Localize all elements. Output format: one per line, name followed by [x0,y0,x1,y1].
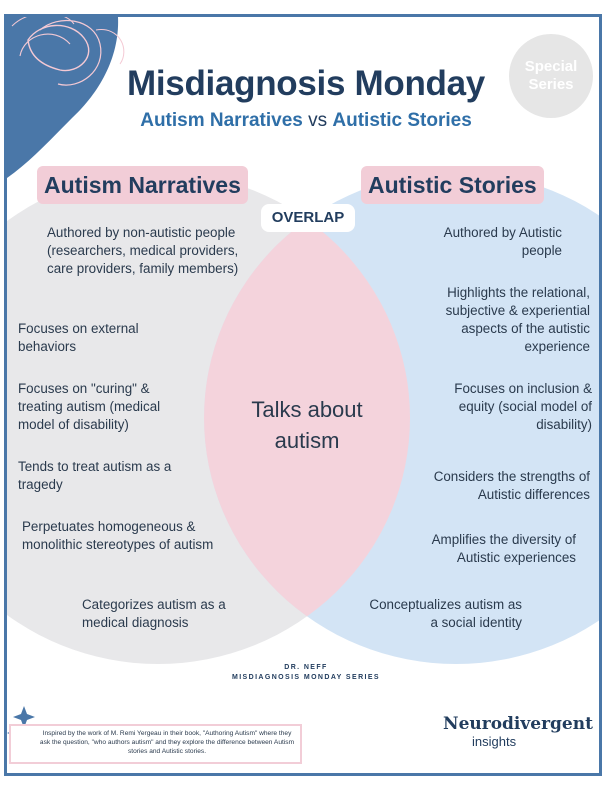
brand-logo-sub: insights [472,734,517,749]
left-item-5: Perpetuates homogeneous & monolithic ste… [22,519,214,552]
right-item-5: Amplifies the diversity of Autistic expe… [431,532,576,565]
overlap-label: OVERLAP [261,204,355,232]
author-credit: DR. NEFF [284,664,328,671]
overlap-text-line-1: Talks about [251,397,363,422]
left-heading: Autism Narratives [37,166,248,204]
page-subtitle: Autism Narratives vs Autistic Stories [0,110,612,132]
overlap-text: Talks about autism [216,394,398,456]
badge-line-1: Special [524,58,578,75]
inspiration-note: Inspired by the work of M. Remi Yergeau … [39,730,295,755]
right-item-1: Authored by Autistic people [443,225,562,258]
left-item-2: Focuses on external behaviors [18,321,139,354]
left-item-6: Categorizes autism as a medical diagnosi… [82,597,226,630]
page-title: Misdiagnosis Monday [127,64,485,103]
right-item-6: Conceptualizes autism as a social identi… [369,597,522,630]
series-credit: MISDIAGNOSIS MONDAY SERIES [231,674,381,681]
brand-logo-name: Neurodivergent [443,714,593,734]
right-item-3: Focuses on inclusion & equity (social mo… [454,381,592,432]
left-item-4: Tends to treat autism as a tragedy [18,459,172,492]
subtitle-left: Autism Narratives [140,110,303,131]
right-item-2: Highlights the relational, subjective & … [445,285,590,354]
badge-line-2: Series [528,76,574,93]
overlap-text-line-2: autism [274,428,340,453]
special-series-badge: Special Series [509,34,593,118]
overlap-region [204,172,410,664]
left-item-1: Authored by non-autistic people (researc… [47,225,239,276]
right-item-4: Considers the strengths of Autistic diff… [433,469,590,502]
right-heading: Autistic Stories [361,166,544,204]
inspiration-note-box [9,724,302,764]
subtitle-right: Autistic Stories [332,110,472,131]
subtitle-connector: vs [302,110,333,131]
left-item-3: Focuses on "curing" & treating autism (m… [18,381,161,432]
